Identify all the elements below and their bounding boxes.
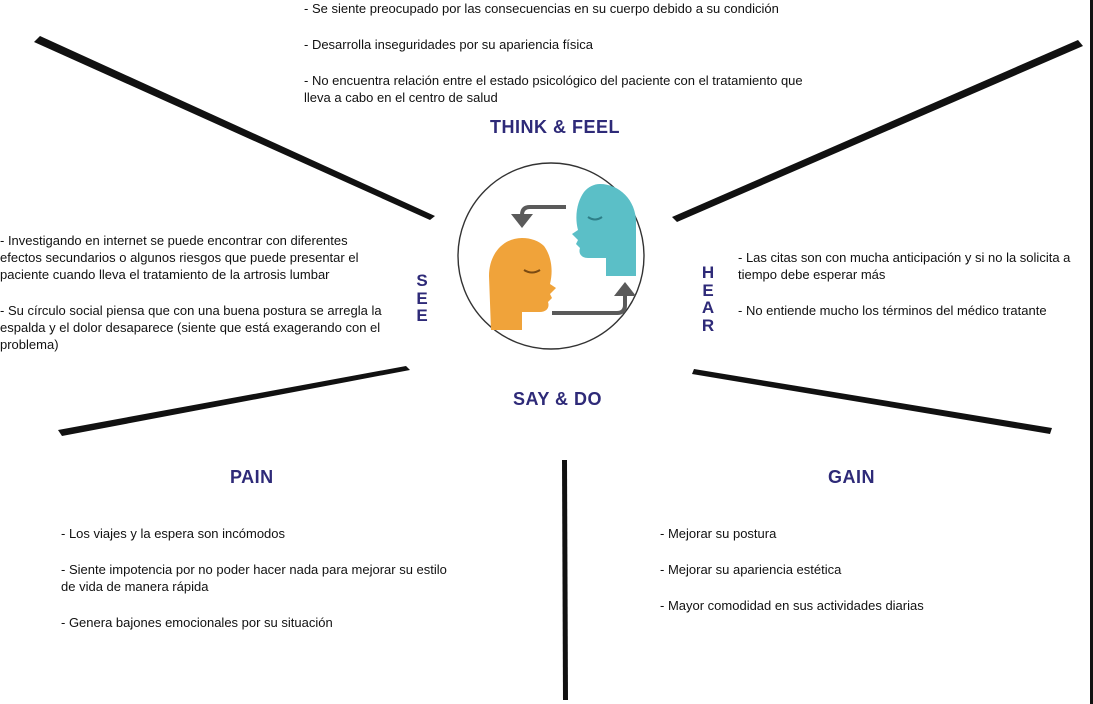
brush-stroke-top-right [672,40,1083,222]
exchange-arrow-bottom-head [614,282,636,296]
pain-title: PAIN [230,467,274,487]
brush-stroke-bottom-right [692,369,1052,434]
see-item-1: - Investigando en internet se puede enco… [0,233,359,282]
exchange-arrow-bottom-icon [552,294,627,315]
brush-stroke-bottom-left [58,366,410,436]
pain-items: - Los viajes y la espera son incómodos -… [61,525,456,650]
hear-letter-r: R [701,315,715,335]
pain-item-1: - Los viajes y la espera son incómodos [61,526,286,541]
hear-letter-e: E [702,280,714,300]
see-item-2: - Su círculo social piensa que con una b… [0,303,382,352]
think-feel-item-2: - Desarrolla inseguridades por su aparie… [304,37,594,52]
orange-head-icon [489,238,556,330]
think-feel-item-3: - No encuentra relación entre el estado … [304,73,803,105]
hear-title: H E A R [698,264,718,334]
teal-head-eye [587,216,603,221]
orange-head-eye [523,269,541,274]
see-title: S E E [412,272,432,325]
think-feel-items: - Se siente preocupado por las consecuen… [304,0,844,125]
see-letter-e1: E [416,288,428,308]
hear-item-1: - Las citas son con mucha anticipación y… [738,250,1071,282]
gain-item-3: - Mayor comodidad en sus actividades dia… [660,598,924,613]
exchange-arrow-top-head [511,214,533,228]
teal-head-icon [572,184,636,276]
gain-item-2: - Mejorar su apariencia estética [660,562,842,577]
right-border [1090,0,1093,704]
hear-letter-h: H [701,263,715,282]
gain-items: - Mejorar su postura - Mejorar su aparie… [660,525,1060,633]
see-letter-e2: E [416,306,428,325]
pain-item-2: - Siente impotencia por no poder hacer n… [61,562,447,594]
see-letter-s: S [416,271,428,290]
think-feel-title: THINK & FEEL [490,117,620,137]
see-items: - Investigando en internet se puede enco… [0,232,392,372]
brush-stroke-top-left [34,36,435,220]
think-feel-item-1: - Se siente preocupado por las consecuen… [304,1,779,16]
say-do-title: SAY & DO [513,389,603,409]
gain-title: GAIN [828,467,875,487]
hear-items: - Las citas son con mucha anticipación y… [738,249,1090,338]
gain-item-1: - Mejorar su postura [660,526,777,541]
hear-letter-a: A [701,298,715,317]
hear-item-2: - No entiende mucho los términos del méd… [738,303,1047,318]
brush-stroke-vertical [562,460,568,700]
pain-item-3: - Genera bajones emocionales por su situ… [61,615,333,630]
